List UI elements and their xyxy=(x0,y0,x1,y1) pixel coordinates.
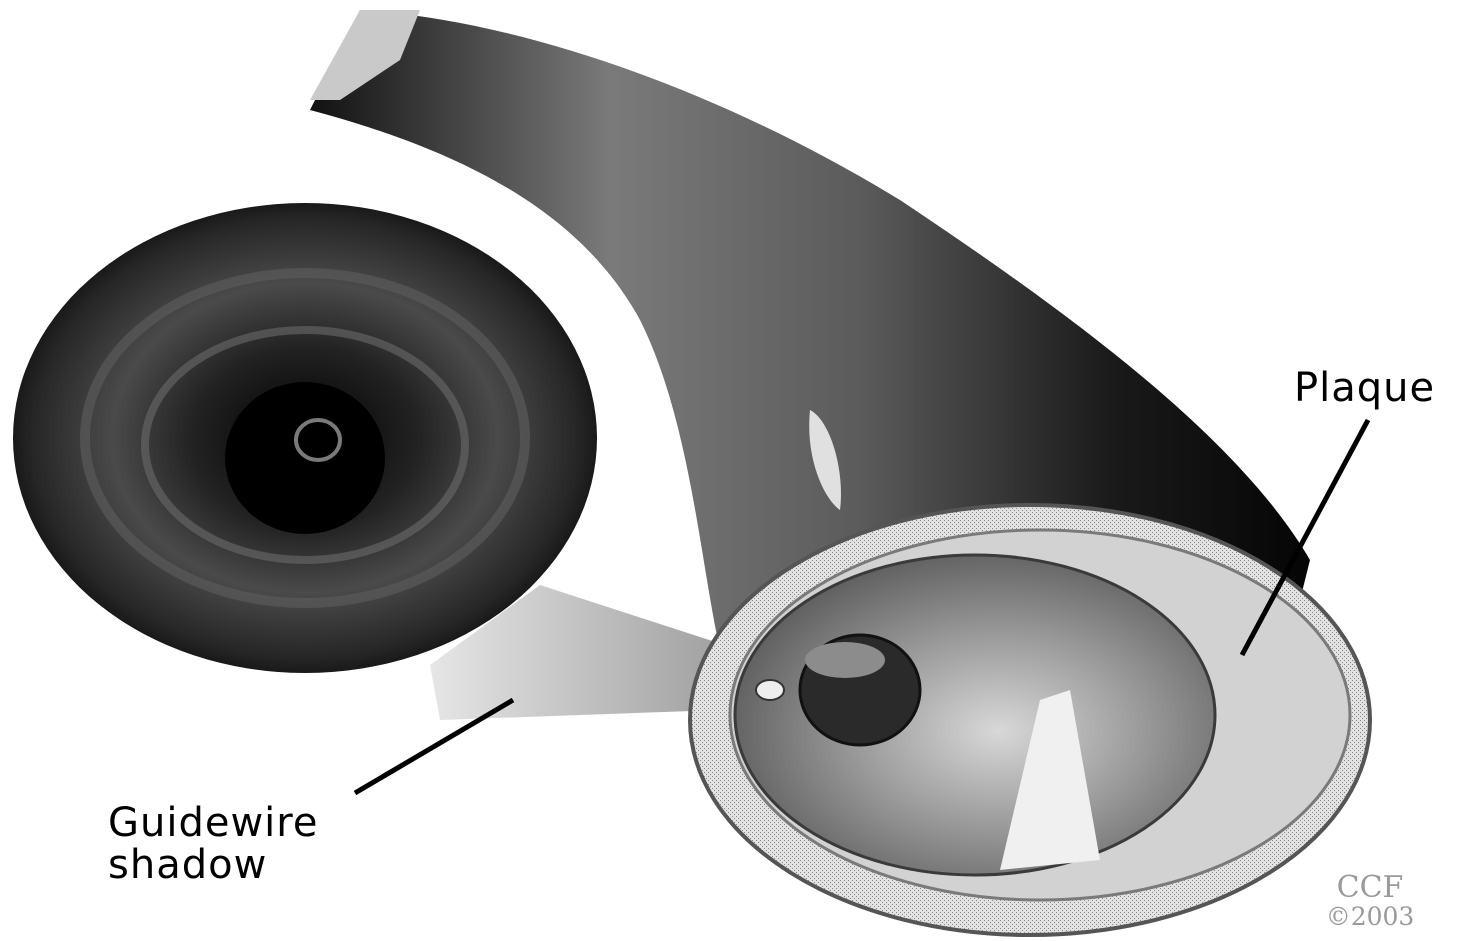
copyright-year: ©2003 xyxy=(1300,903,1440,931)
guidewire-label-line2: shadow xyxy=(108,845,318,885)
copyright-owner: CCF xyxy=(1300,873,1440,903)
guidewire-shadow-label: Guidewire shadow xyxy=(108,803,318,887)
plaque-label: Plaque xyxy=(1294,368,1435,408)
guidewire-dot xyxy=(756,680,784,700)
guidewire-leader-line xyxy=(355,700,513,793)
catheter-highlight xyxy=(805,642,885,678)
guidewire-label-line1: Guidewire xyxy=(108,803,318,843)
copyright-mark: CCF ©2003 xyxy=(1300,873,1440,931)
